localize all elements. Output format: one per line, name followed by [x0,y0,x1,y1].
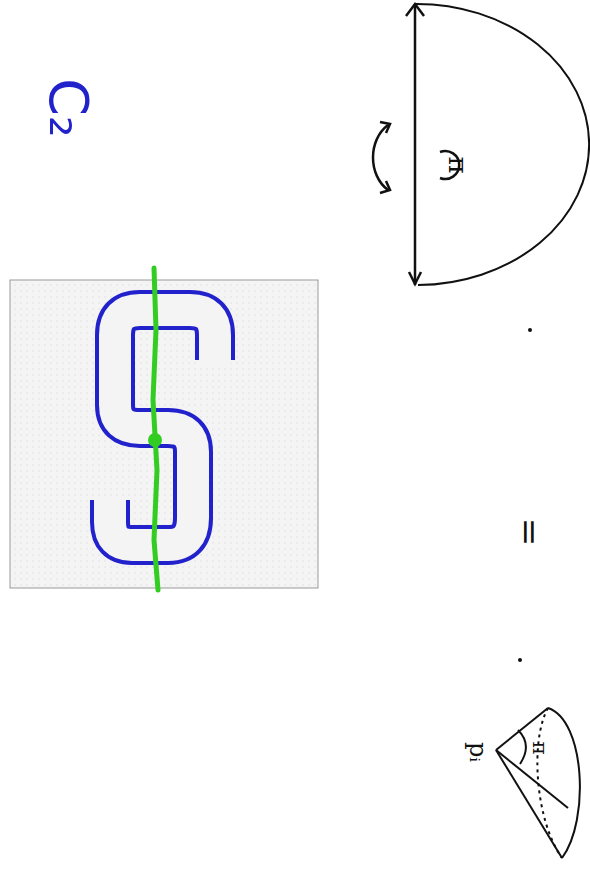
image-frame [10,280,318,588]
symmetry-axis [153,268,158,590]
cone [496,708,580,858]
s-shape [110,310,215,545]
axis-point [148,433,162,447]
dot [528,328,532,332]
dot [518,658,522,662]
half-disk [373,4,589,285]
equals-sign: = [513,518,547,547]
point-label: pᵢ [466,742,490,762]
group-name: C₂ [41,78,95,137]
angle-label: π [530,741,550,754]
angle-label: π [445,156,471,173]
